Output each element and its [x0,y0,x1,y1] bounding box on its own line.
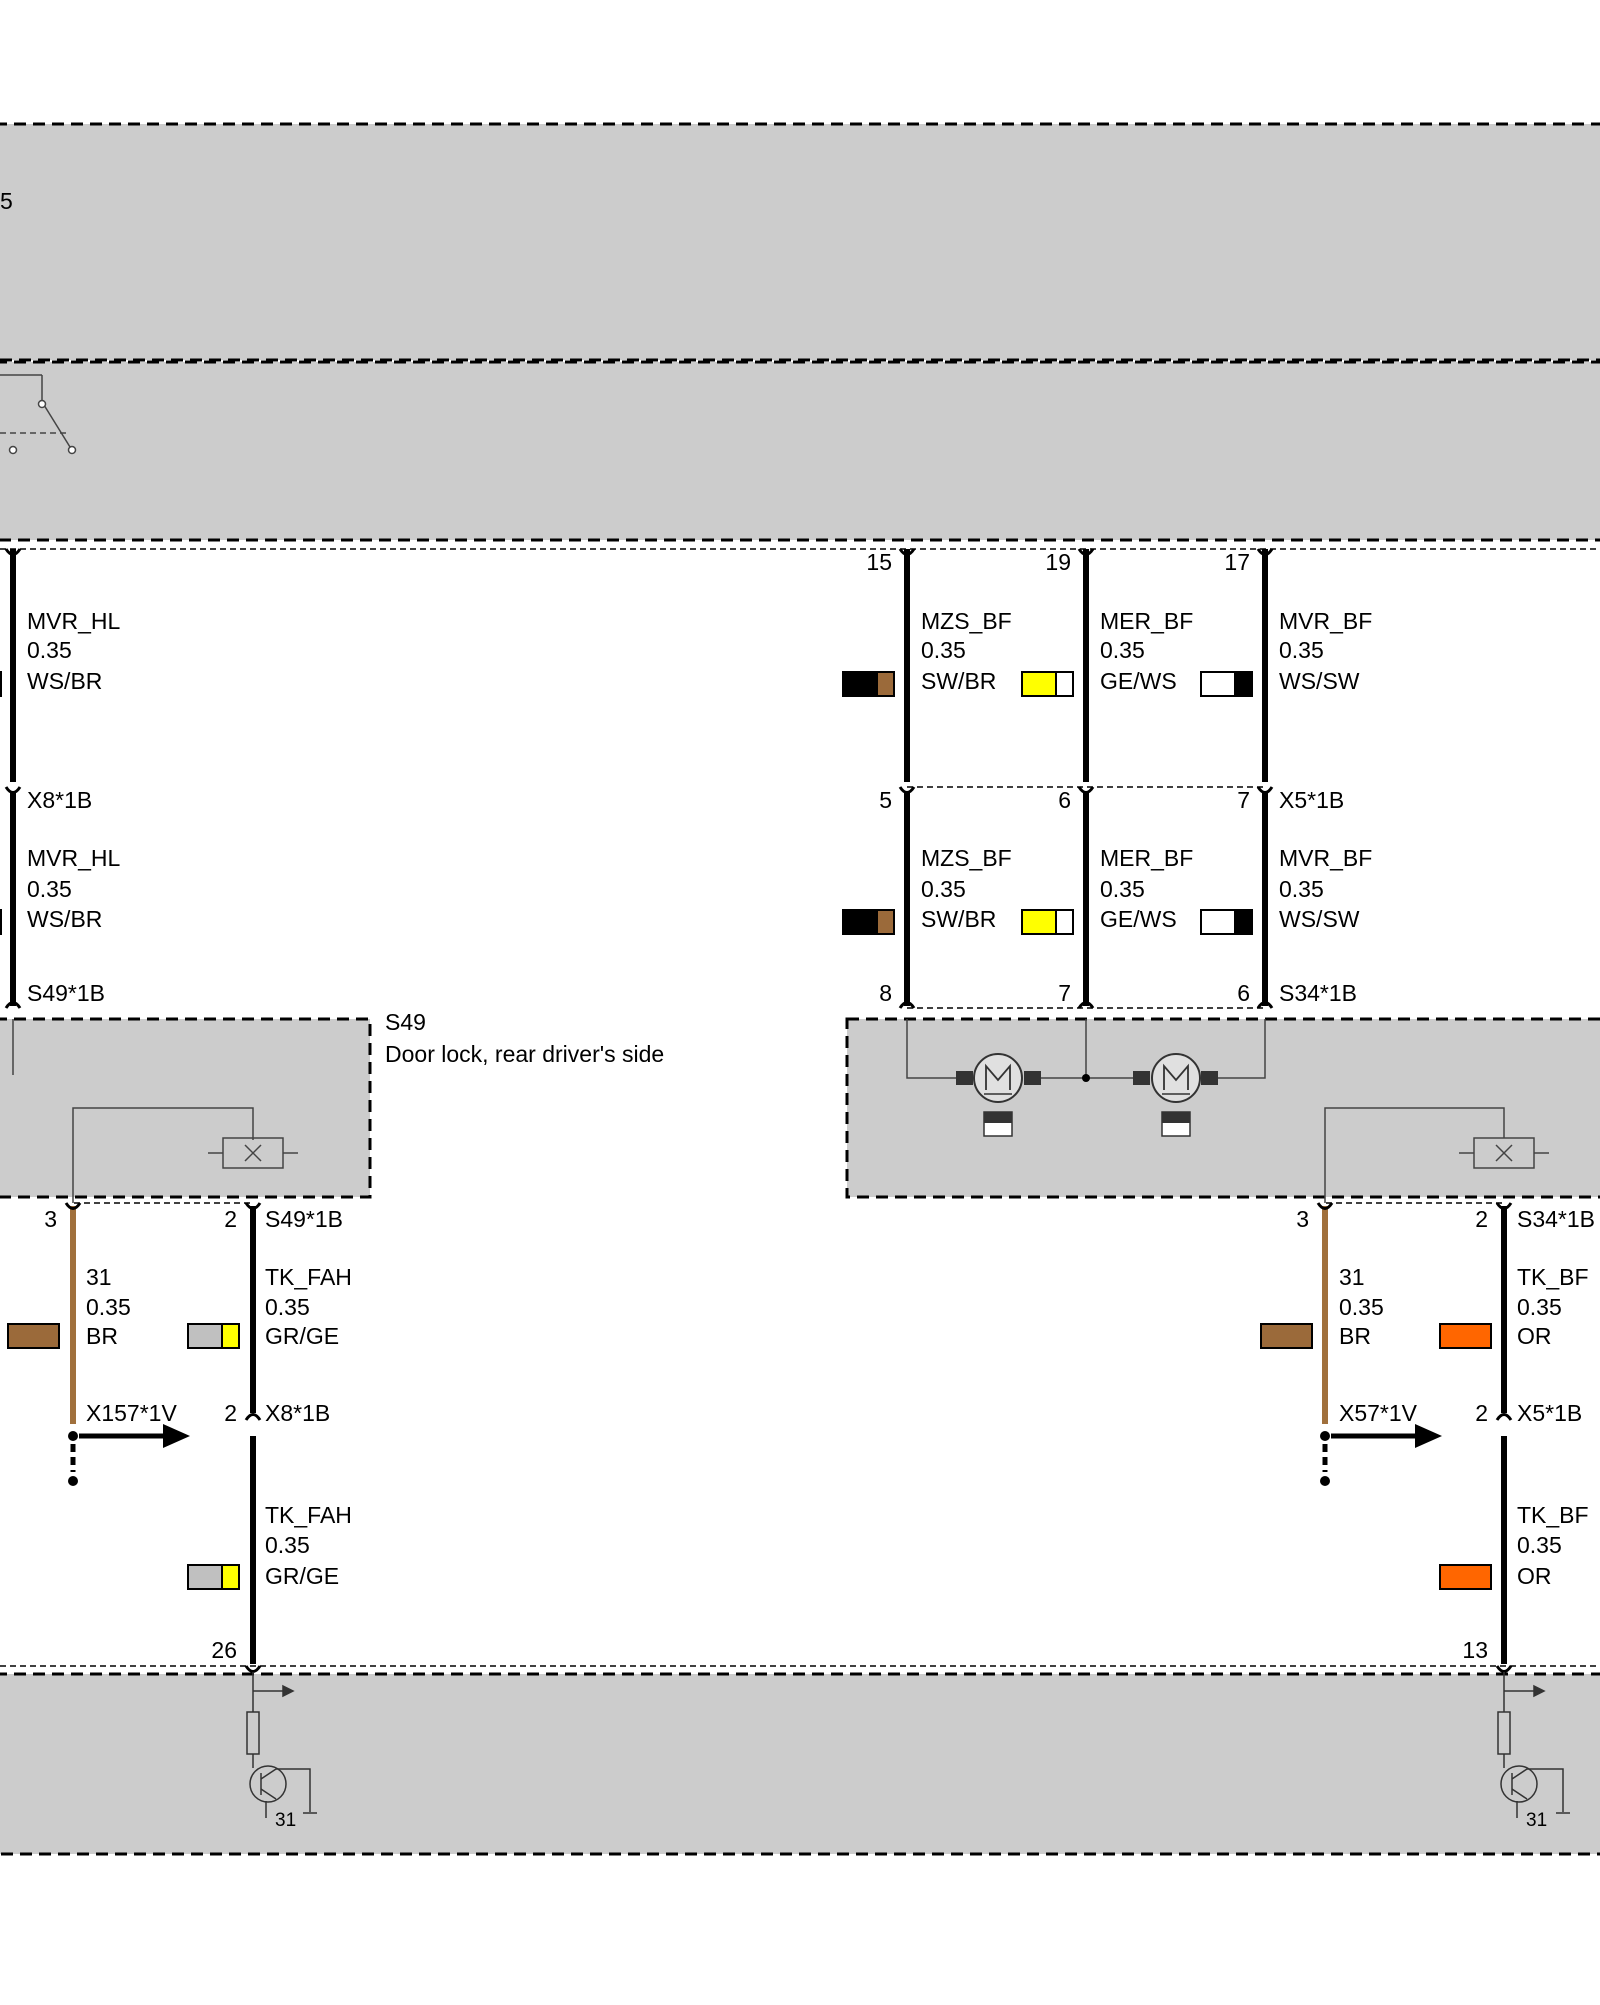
left-upper-size: 0.35 [27,637,72,663]
right-transistor-symbol [1497,1672,1570,1818]
right-pin3-number: 3 [1296,1206,1309,1232]
s49-internal-wiring [12,1019,298,1203]
right-bottom-pin-3: 6 [1237,980,1250,1006]
right-lower-color-3: WS/SW [1279,906,1360,932]
relay-switch-symbol [0,374,77,455]
wire-color-swatches [0,671,1492,1590]
right-upper-pin-2: 19 [1045,549,1071,575]
right-lower-color-1: SW/BR [921,906,996,932]
left-lower-wire-signal: TK_FAH [265,1502,352,1528]
right-lower-size-1: 0.35 [921,876,966,902]
right-pin3-signal: 31 [1339,1264,1365,1290]
right-lower-signal-1: MZS_BF [921,845,1012,871]
right-ground-connector [1320,1424,1442,1486]
right-mid-pin-2: 6 [1058,787,1071,813]
left-pin2-connector: S49*1B [265,1206,343,1232]
right-pin2-color-code: OR [1517,1323,1552,1349]
second-control-module [0,360,1600,542]
right-upper-size-1: 0.35 [921,637,966,663]
left-transistor-symbol [246,1672,317,1818]
right-pin2x-connector: X5*1B [1517,1400,1582,1426]
left-upper-signal: MVR_HL [27,608,121,634]
top-control-module [0,122,1600,362]
s49-component-id: S49 [385,1009,426,1035]
s34-motor-wiring [906,1019,1549,1203]
right-lower-color-2: GE/WS [1100,906,1177,932]
left-terminal-hooks [4,548,262,1673]
right-mid-pin-3: 7 [1237,787,1250,813]
right-lower-signal-3: MVR_BF [1279,845,1372,871]
right-upper-size-3: 0.35 [1279,637,1324,663]
left-pin2x-number: 2 [224,1400,237,1426]
right-pin3-color-code: BR [1339,1323,1371,1349]
right-lower-wire-color-code: OR [1517,1563,1552,1589]
right-lower-size-3: 0.35 [1279,876,1324,902]
right-upper-pin-3: 17 [1224,549,1250,575]
right-upper-signal-2: MER_BF [1100,608,1193,634]
left-connector-mid: X8*1B [27,787,92,813]
left-lower-color-code: WS/BR [27,906,102,932]
left-connector-bottom: S49*1B [27,980,105,1006]
left-pin2-color-code: GR/GE [265,1323,339,1349]
right-pin2-signal: TK_BF [1517,1264,1589,1290]
left-pin2-number: 2 [224,1206,237,1232]
right-mid-pin-1: 5 [879,787,892,813]
left-pin3-signal: 31 [86,1264,112,1290]
motor-junction-dot [1082,1074,1090,1082]
right-bottom-pin-1: 8 [879,980,892,1006]
right-ecu-pin: 13 [1462,1637,1488,1663]
left-pin3-number: 3 [44,1206,57,1232]
motor-icon-right [1133,1053,1218,1137]
right-wires [904,549,1507,1664]
right-connector-bottom: S34*1B [1279,980,1357,1006]
right-upper-size-2: 0.35 [1100,637,1145,663]
right-connector-mid: X5*1B [1279,787,1344,813]
right-upper-signal-1: MZS_BF [921,608,1012,634]
right-upper-pin-1: 15 [866,549,892,575]
right-lower-signal-2: MER_BF [1100,845,1193,871]
bottom-control-module [0,1672,1600,1856]
right-ground-connector-label: X57*1V [1339,1400,1418,1426]
left-pin3-size: 0.35 [86,1294,131,1320]
left-pin2-size: 0.35 [265,1294,310,1320]
left-ecu-pin: 26 [211,1637,237,1663]
right-pin2-connector: S34*1B [1517,1206,1595,1232]
left-pin2-signal: TK_FAH [265,1264,352,1290]
right-terminal-hooks [898,548,1513,1673]
right-upper-color-3: WS/SW [1279,668,1360,694]
left-lower-size: 0.35 [27,876,72,902]
left-pin3-color-code: BR [86,1323,118,1349]
left-lower-wire-color-code: GR/GE [265,1563,339,1589]
s49-component-name: Door lock, rear driver's side [385,1041,664,1067]
connector-separators [0,548,1600,1667]
right-upper-signal-3: MVR_BF [1279,608,1372,634]
left-wires [10,549,256,1664]
right-upper-color-2: GE/WS [1100,668,1177,694]
right-lower-size-2: 0.35 [1100,876,1145,902]
right-pin2x-number: 2 [1475,1400,1488,1426]
left-ground-connector-label: X157*1V [86,1400,177,1426]
left-lower-signal: MVR_HL [27,845,121,871]
right-pin2-size: 0.35 [1517,1294,1562,1320]
left-lower-wire-size: 0.35 [265,1532,310,1558]
top-module-label-fragment: 5 [0,188,13,214]
right-upper-color-1: SW/BR [921,668,996,694]
right-pin2-number: 2 [1475,1206,1488,1232]
motor-icon-left [956,1053,1041,1137]
right-lower-wire-signal: TK_BF [1517,1502,1589,1528]
left-ground-connector [68,1424,190,1486]
right-bottom-pin-2: 7 [1058,980,1071,1006]
right-ground-label: 31 [1526,1810,1547,1831]
left-upper-color-code: WS/BR [27,668,102,694]
left-pin2x-connector: X8*1B [265,1400,330,1426]
right-lower-wire-size: 0.35 [1517,1532,1562,1558]
right-pin3-size: 0.35 [1339,1294,1384,1320]
left-ground-label: 31 [275,1810,296,1831]
